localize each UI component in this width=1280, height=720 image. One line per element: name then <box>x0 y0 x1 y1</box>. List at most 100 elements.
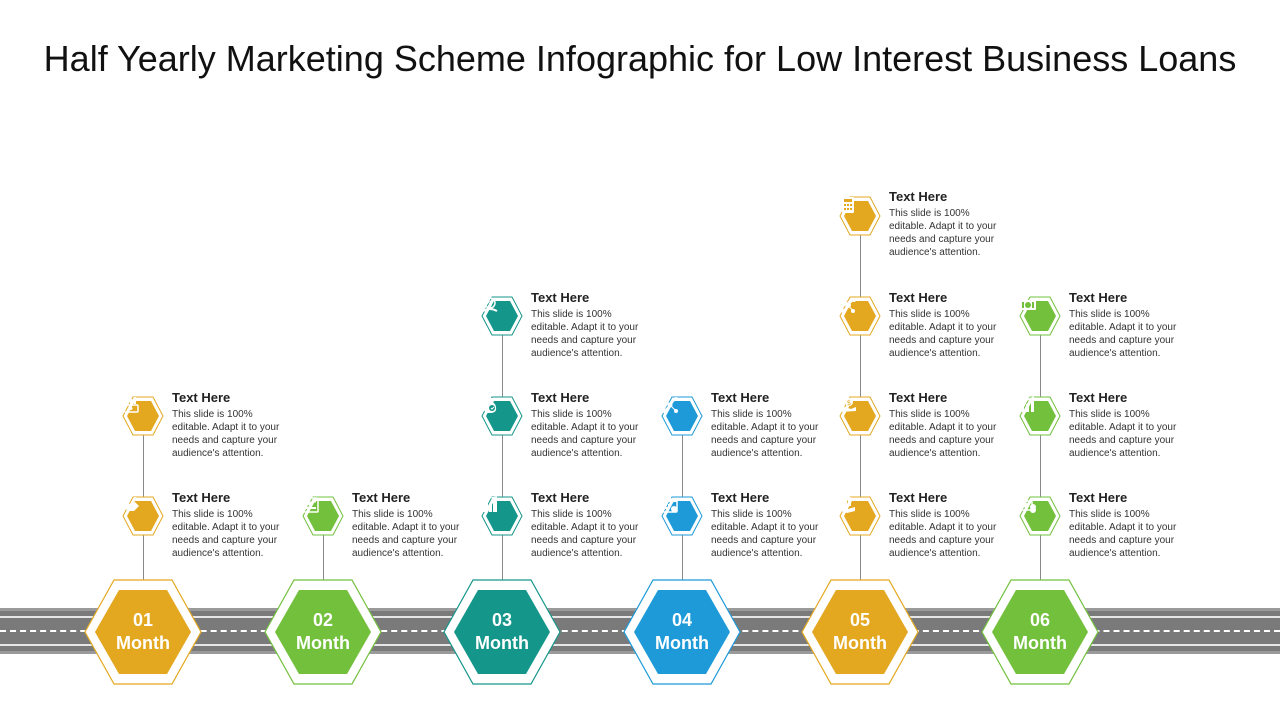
milestone-heading: Text Here <box>889 290 948 305</box>
milestone-icon-hexagon <box>302 496 344 536</box>
milestone-icon-hexagon <box>1019 296 1061 336</box>
milestone-description: This slide is 100% editable. Adapt it to… <box>711 509 819 559</box>
money-bag-icon <box>483 398 497 413</box>
connector-line <box>1040 316 1041 600</box>
month-number: 05 <box>849 610 871 630</box>
milestone-description: This slide is 100% editable. Adapt it to… <box>1069 409 1177 459</box>
coin-stack-icon <box>1019 500 1036 513</box>
milestone-icon-hexagon: $ <box>839 396 881 436</box>
month-number: 03 <box>491 610 513 630</box>
milestone-description: This slide is 100% editable. Adapt it to… <box>352 509 460 559</box>
month-number: 01 <box>132 610 154 630</box>
network-icon <box>662 397 678 413</box>
milestone-description: This slide is 100% editable. Adapt it to… <box>531 409 639 459</box>
milestone-description: This slide is 100% editable. Adapt it to… <box>711 409 819 459</box>
page-title: Half Yearly Marketing Scheme Infographic… <box>43 38 1237 79</box>
month-word: Month <box>296 633 350 653</box>
milestone-icon-hexagon <box>661 496 703 536</box>
month-word: Month <box>475 633 529 653</box>
milestone-heading: Text Here <box>711 490 770 505</box>
milestone-heading: Text Here <box>172 390 231 405</box>
id-card-icon <box>303 497 319 513</box>
svg-text:$: $ <box>487 299 492 308</box>
milestone-icon-hexagon <box>661 396 703 436</box>
milestone-heading: Text Here <box>531 390 590 405</box>
connector-line <box>323 516 324 600</box>
milestone-icon-hexagon <box>122 396 164 436</box>
milestone-description: This slide is 100% editable. Adapt it to… <box>1069 509 1177 559</box>
milestone-icon-hexagon <box>481 396 523 436</box>
calendar-dollar-icon <box>662 498 678 513</box>
month-word: Month <box>655 633 709 653</box>
milestone-heading: Text Here <box>172 490 231 505</box>
milestone-heading: Text Here <box>711 390 770 405</box>
milestone-heading: Text Here <box>889 189 948 204</box>
milestone-description: This slide is 100% editable. Adapt it to… <box>531 309 639 359</box>
connector-line <box>502 316 503 600</box>
month-word: Month <box>1013 633 1067 653</box>
milestone-heading: Text Here <box>889 490 948 505</box>
milestone-icon-hexagon <box>481 496 523 536</box>
milestone-icon-hexagon <box>1019 496 1061 536</box>
month-number: 06 <box>1029 610 1051 630</box>
growth-chart-icon <box>1020 396 1035 412</box>
milestone-description: This slide is 100% editable. Adapt it to… <box>531 509 639 559</box>
milestone-heading: Text Here <box>352 490 411 505</box>
month-number: 02 <box>312 610 334 630</box>
hand-bills-icon <box>841 497 855 513</box>
milestone-icon-hexagon <box>839 496 881 536</box>
milestone-icon-hexagon <box>839 196 881 236</box>
milestone-heading: Text Here <box>889 390 948 405</box>
gears-dollar-icon <box>840 298 856 313</box>
milestone-heading: Text Here <box>1069 290 1128 305</box>
milestone-description: This slide is 100% editable. Adapt it to… <box>889 409 997 459</box>
milestone-icon-hexagon <box>839 296 881 336</box>
milestone-heading: Text Here <box>531 490 590 505</box>
milestone-description: This slide is 100% editable. Adapt it to… <box>1069 309 1177 359</box>
milestone-description: This slide is 100% editable. Adapt it to… <box>889 208 997 258</box>
buildings-chart-icon <box>482 496 498 512</box>
svg-text:$: $ <box>847 399 851 407</box>
milestone-icon-hexagon <box>122 496 164 536</box>
milestone-description: This slide is 100% editable. Adapt it to… <box>172 509 280 559</box>
calculator-icon <box>842 197 854 213</box>
hand-dollar-icon: $ <box>840 398 856 412</box>
cash-icon <box>1020 300 1036 310</box>
milestone-icon-hexagon: $ <box>481 296 523 336</box>
milestone-heading: Text Here <box>1069 490 1128 505</box>
milestone-heading: Text Here <box>531 290 590 305</box>
milestone-description: This slide is 100% editable. Adapt it to… <box>889 309 997 359</box>
milestone-icon-hexagon <box>1019 396 1061 436</box>
milestone-description: This slide is 100% editable. Adapt it to… <box>889 509 997 559</box>
month-word: Month <box>116 633 170 653</box>
month-word: Month <box>833 633 887 653</box>
handshake-icon <box>123 497 139 511</box>
milestone-description: This slide is 100% editable. Adapt it to… <box>172 409 280 459</box>
